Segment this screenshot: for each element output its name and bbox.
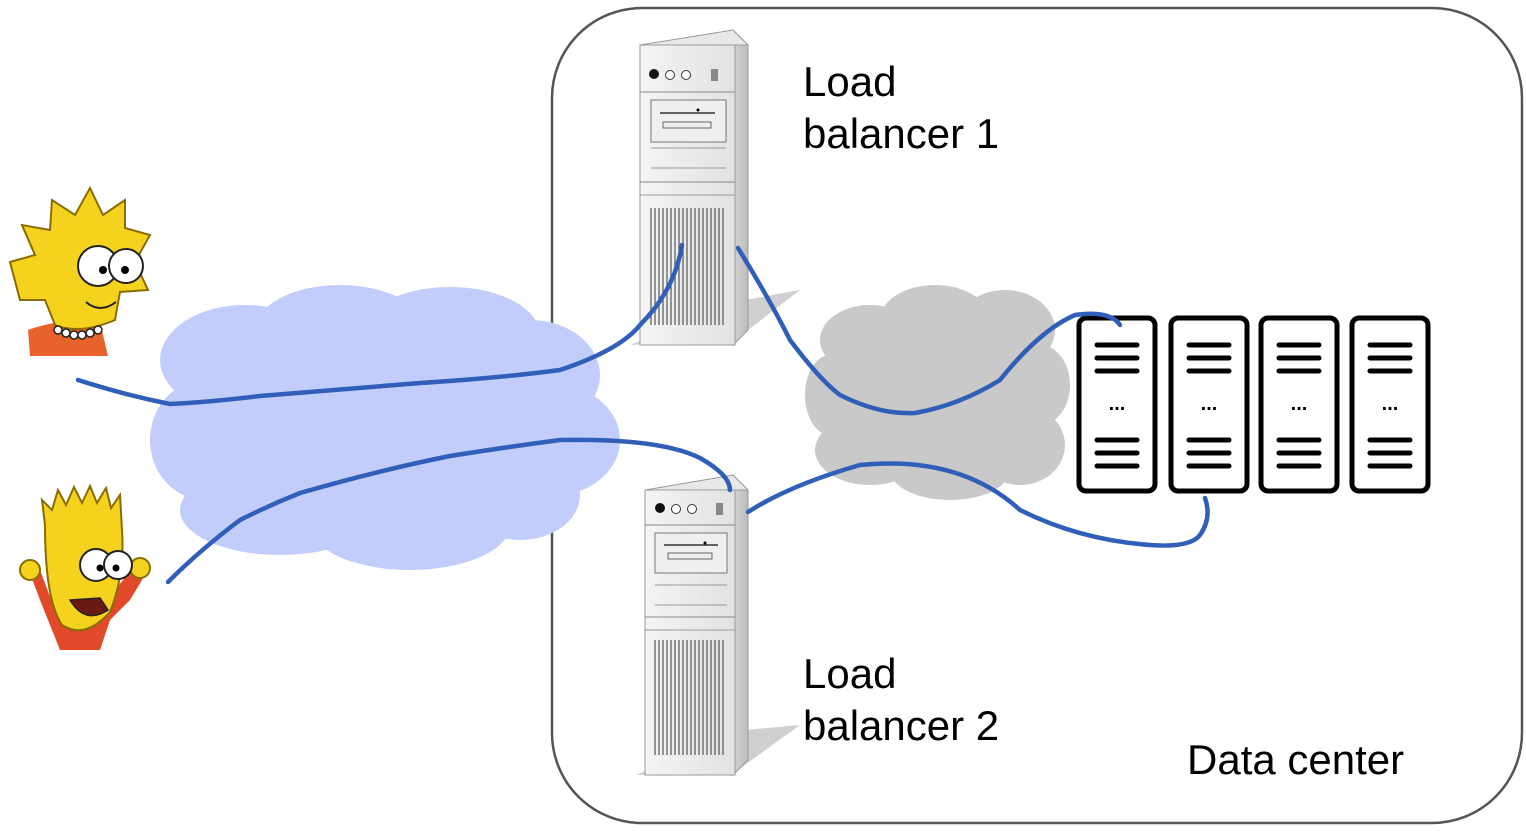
datacenter-cloud (805, 285, 1070, 500)
link-bart-to-lb2 (165, 437, 733, 585)
load-balancer-1-label-line2: balancer 1 (803, 110, 1000, 157)
backend-server-1: ... (1076, 315, 1158, 494)
internet-cloud (150, 285, 620, 570)
load-balancer-2-label-line1: Load (803, 650, 897, 697)
backend-server-4: ... (1349, 315, 1431, 494)
backend-server-3: ... (1258, 315, 1340, 494)
load-balancer-2-label: Load balancer 2 (803, 648, 999, 752)
server-ellipsis: ... (1201, 393, 1218, 415)
server-ellipsis: ... (1382, 393, 1399, 415)
network-links (75, 242, 1210, 585)
link-lb1-to-server-1 (735, 245, 1123, 416)
link-lisa-to-lb1 (75, 242, 685, 407)
load-balancer-1-label: Load balancer 1 (803, 56, 999, 160)
backend-server-2: ... (1168, 315, 1250, 494)
server-ellipsis: ... (1291, 393, 1308, 415)
load-balancer-1-label-line1: Load (803, 58, 897, 105)
load-balancer-1-tower (630, 28, 800, 347)
data-center-label: Data center (1187, 736, 1405, 783)
load-balancer-2-label-line2: balancer 2 (803, 702, 1000, 749)
bart-user-avatar (19, 483, 151, 650)
lisa-user-avatar (8, 185, 152, 356)
link-lb2-to-server-2 (745, 461, 1210, 548)
load-balancer-2-tower (636, 473, 800, 777)
server-ellipsis: ... (1109, 393, 1126, 415)
